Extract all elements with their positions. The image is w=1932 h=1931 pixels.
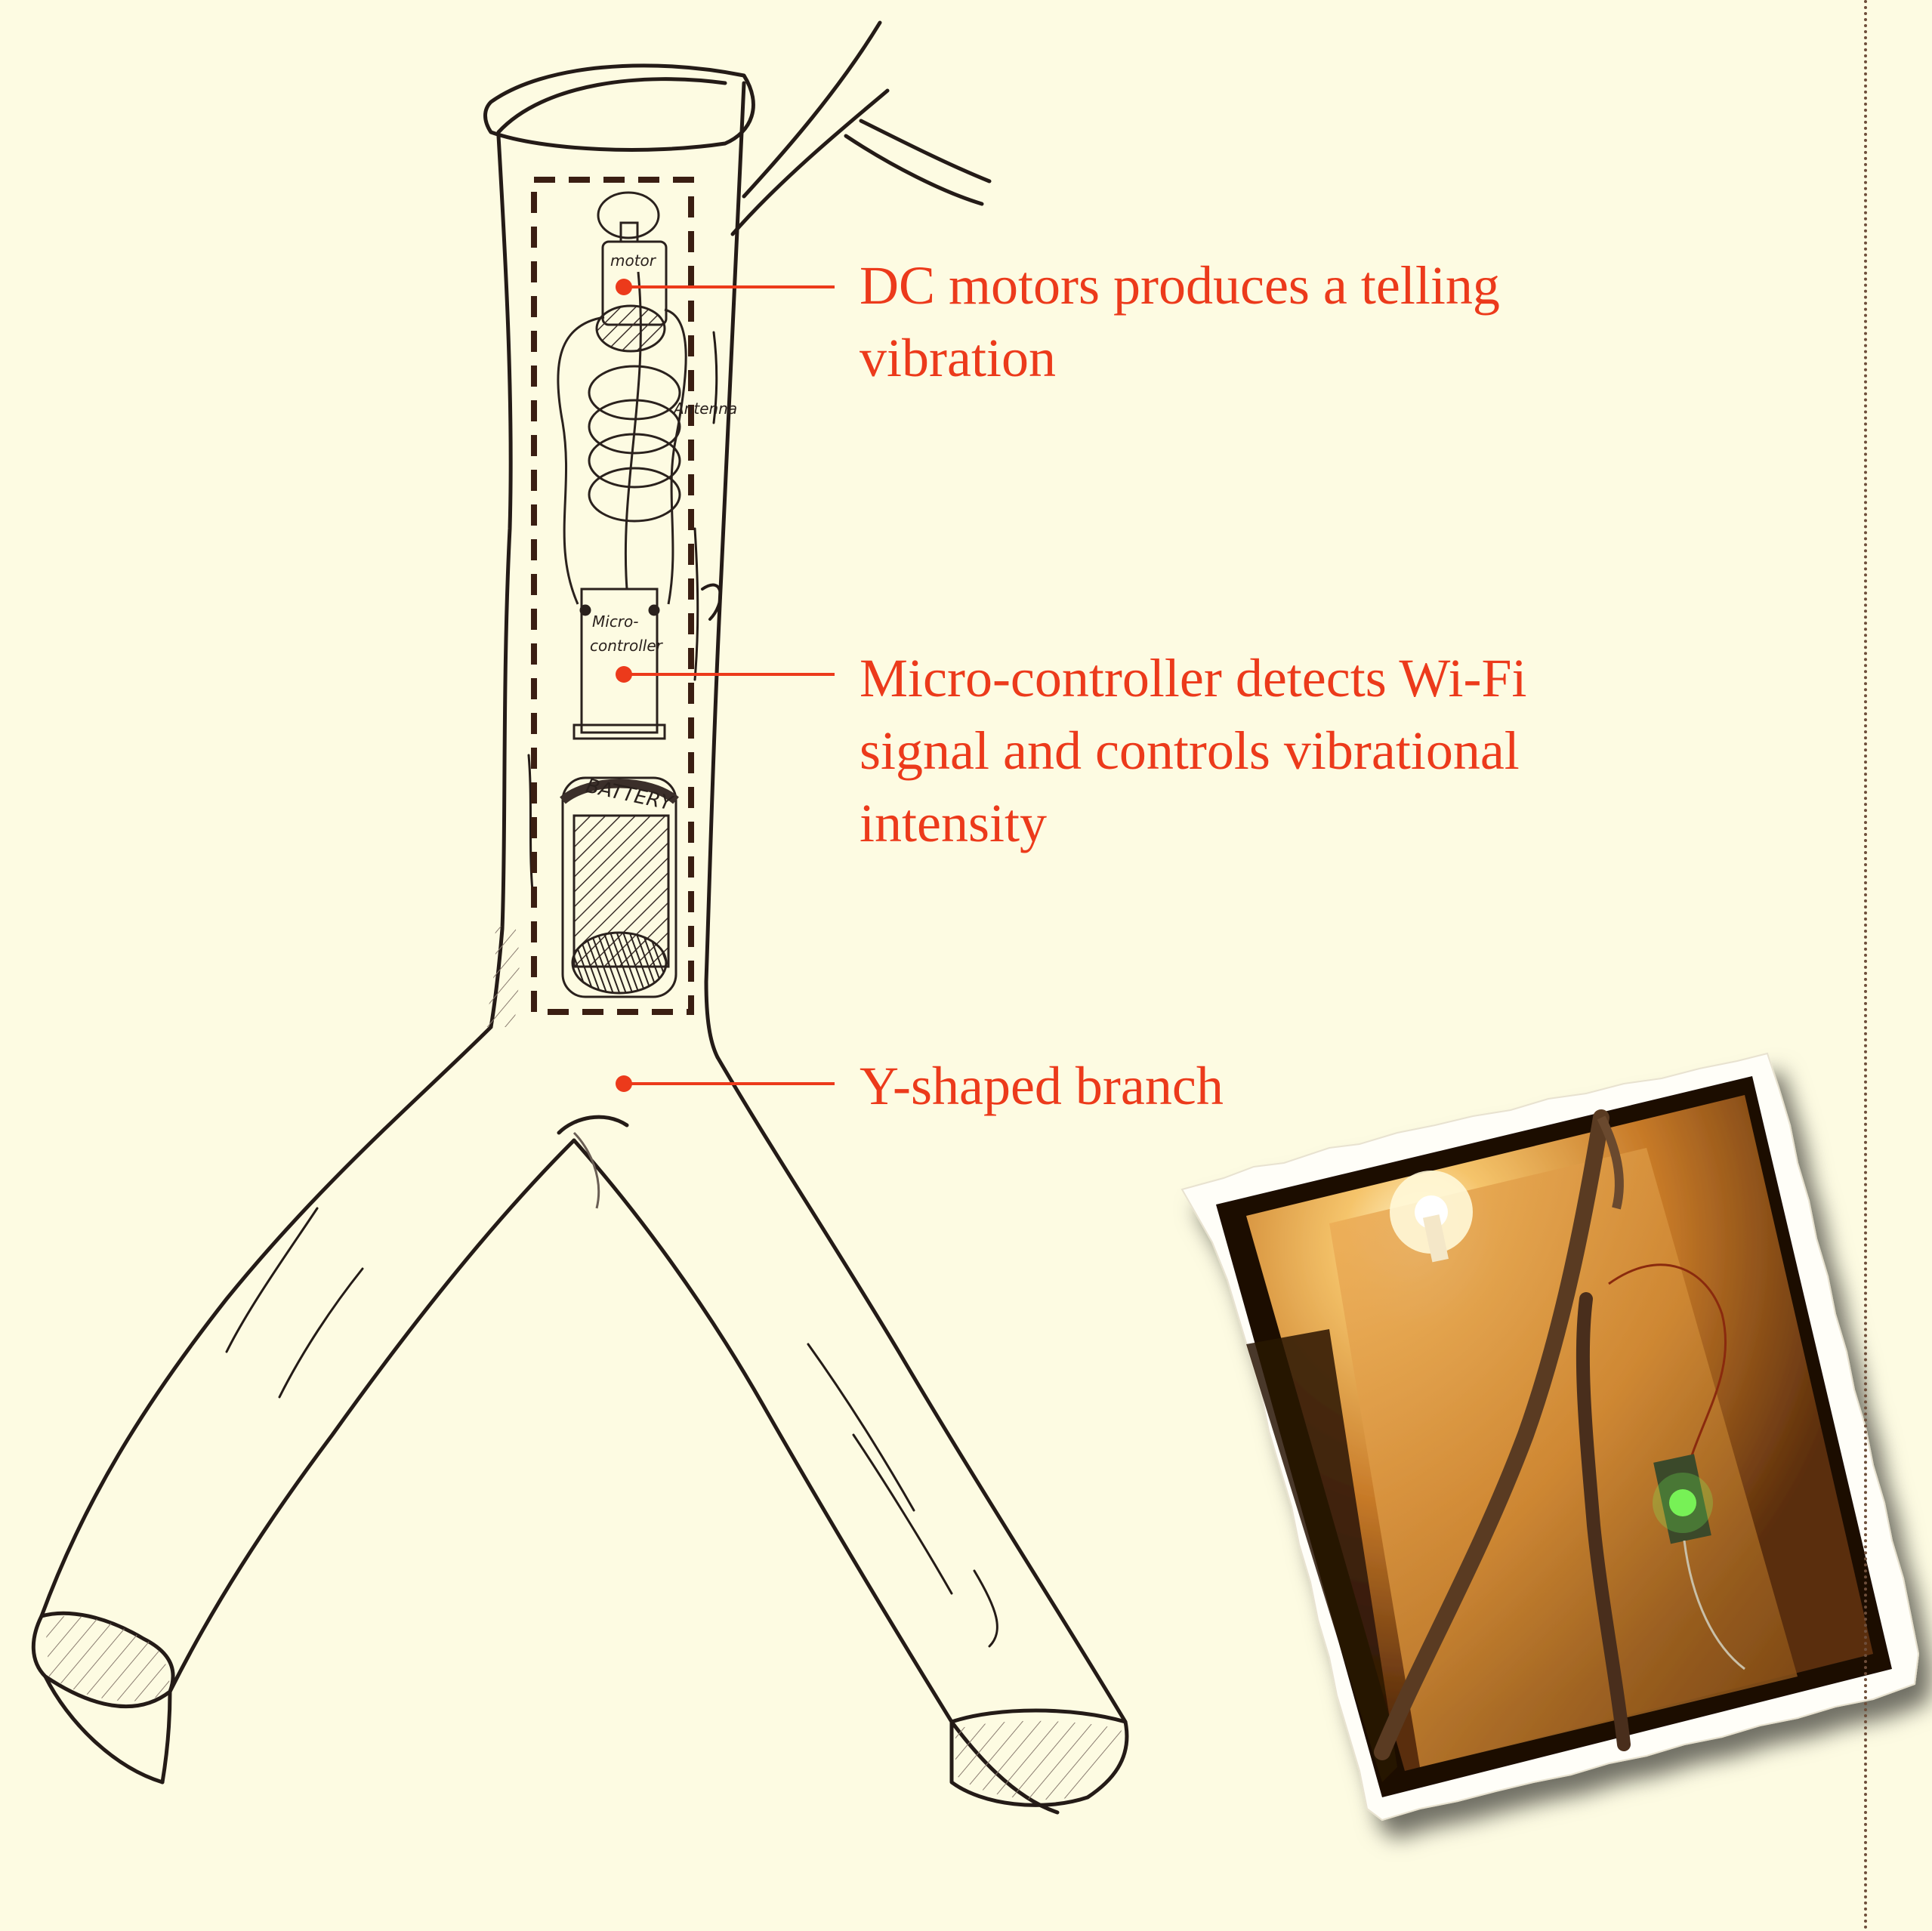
page-right-border [1864,0,1867,1931]
leader-dot-motor [616,279,632,295]
sketch-label-antenna: Antenna [672,399,737,418]
leader-dot-micro-controller [616,666,632,683]
callout-micro-controller: Micro-controller detects Wi-Fi signal an… [860,642,1705,859]
callout-y-shaped-branch: Y-shaped branch [860,1050,1539,1122]
prototype-photo [1182,1053,1918,1820]
sketch-label-motor: motor [610,251,657,270]
callout-dc-motors: DC motors produces a telling vibration [860,249,1653,394]
internal-components [558,193,686,997]
sketch-label-controller: controller [590,637,664,655]
sketch-label-micro: Micro- [592,612,638,631]
leader-dot-branch [616,1075,632,1092]
